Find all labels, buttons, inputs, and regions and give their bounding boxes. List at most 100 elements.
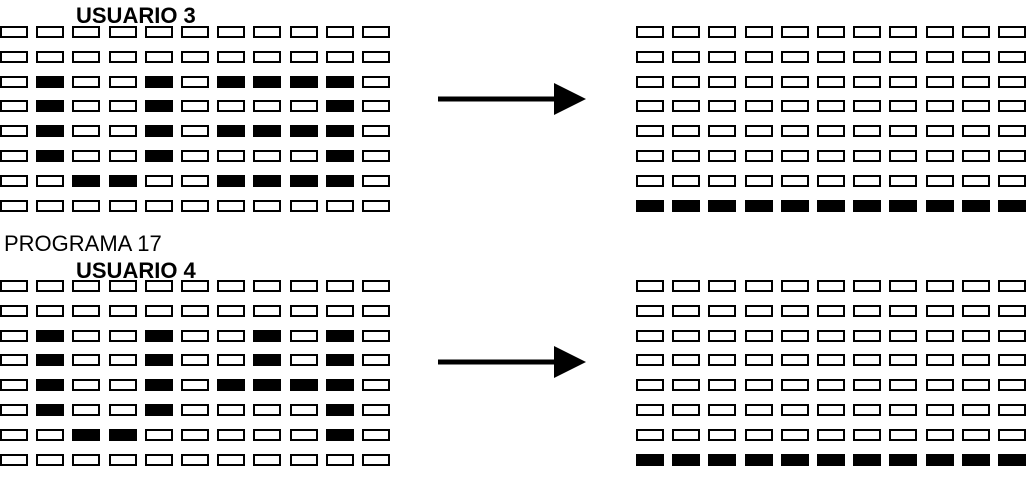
led-cell-off <box>109 305 137 317</box>
led-cell-off <box>181 429 209 441</box>
right-arrow-icon <box>438 83 586 115</box>
led-cell-off <box>0 51 28 63</box>
led-cell-off <box>817 330 845 342</box>
led-cell-off <box>781 379 809 391</box>
led-cell-off <box>636 100 664 112</box>
led-cell-off <box>926 379 954 391</box>
led-cell-off <box>181 51 209 63</box>
led-cell-off <box>362 175 390 187</box>
led-cell-off <box>0 330 28 342</box>
led-cell-off <box>0 200 28 212</box>
led-cell-off <box>817 51 845 63</box>
led-cell-off <box>145 51 173 63</box>
led-cell-off <box>72 26 100 38</box>
led-cell-off <box>962 100 990 112</box>
led-cell-on <box>253 354 281 366</box>
led-cell-off <box>36 200 64 212</box>
led-cell-off <box>36 175 64 187</box>
led-cell-off <box>962 76 990 88</box>
led-cell-on <box>817 454 845 466</box>
led-cell-off <box>72 454 100 466</box>
led-cell-off <box>926 51 954 63</box>
led-cell-off <box>253 200 281 212</box>
led-cell-off <box>926 26 954 38</box>
led-cell-on <box>290 76 318 88</box>
led-cell-off <box>998 175 1026 187</box>
led-cell-off <box>962 379 990 391</box>
led-cell-off <box>290 354 318 366</box>
led-cell-off <box>253 280 281 292</box>
led-cell-off <box>708 354 736 366</box>
led-cell-on <box>889 454 917 466</box>
led-cell-off <box>0 379 28 391</box>
led-cell-off <box>217 454 245 466</box>
led-cell-off <box>998 404 1026 416</box>
led-cell-off <box>362 125 390 137</box>
led-cell-off <box>781 429 809 441</box>
led-cell-off <box>36 429 64 441</box>
led-cell-off <box>636 404 664 416</box>
led-cell-off <box>253 100 281 112</box>
program-label: PROGRAMA 17 <box>4 231 162 256</box>
led-cell-off <box>181 330 209 342</box>
led-cell-off <box>72 51 100 63</box>
led-cell-on <box>217 125 245 137</box>
led-cell-on <box>781 200 809 212</box>
led-cell-off <box>290 200 318 212</box>
led-cell-off <box>672 354 700 366</box>
led-cell-off <box>72 200 100 212</box>
led-cell-off <box>145 26 173 38</box>
led-cell-off <box>636 305 664 317</box>
led-cell-off <box>998 330 1026 342</box>
led-cell-off <box>745 150 773 162</box>
led-cell-off <box>109 26 137 38</box>
led-cell-off <box>181 354 209 366</box>
led-cell-on <box>253 175 281 187</box>
led-cell-off <box>672 26 700 38</box>
led-cell-on <box>36 379 64 391</box>
led-cell-off <box>926 305 954 317</box>
led-cell-off <box>253 26 281 38</box>
led-cell-on <box>253 379 281 391</box>
led-cell-off <box>708 280 736 292</box>
led-cell-on <box>217 76 245 88</box>
led-cell-off <box>672 305 700 317</box>
led-cell-off <box>253 150 281 162</box>
led-cell-off <box>998 76 1026 88</box>
led-cell-off <box>889 354 917 366</box>
led-cell-off <box>72 76 100 88</box>
led-cell-off <box>217 26 245 38</box>
led-cell-off <box>181 454 209 466</box>
led-cell-off <box>109 200 137 212</box>
led-cell-off <box>72 330 100 342</box>
led-cell-off <box>853 280 881 292</box>
led-cell-on <box>253 125 281 137</box>
led-cell-on <box>672 200 700 212</box>
led-cell-off <box>962 26 990 38</box>
led-cell-off <box>0 125 28 137</box>
led-cell-on <box>745 200 773 212</box>
led-cell-off <box>217 150 245 162</box>
led-cell-off <box>889 379 917 391</box>
led-cell-off <box>781 354 809 366</box>
led-cell-off <box>926 76 954 88</box>
led-cell-off <box>362 429 390 441</box>
led-cell-off <box>817 150 845 162</box>
led-cell-on <box>36 76 64 88</box>
right-arrow-icon <box>438 346 586 378</box>
led-cell-off <box>181 125 209 137</box>
led-cell-on <box>290 125 318 137</box>
led-cell-off <box>853 51 881 63</box>
led-cell-off <box>362 330 390 342</box>
led-cell-off <box>253 454 281 466</box>
led-cell-off <box>217 429 245 441</box>
led-cell-off <box>72 305 100 317</box>
led-cell-off <box>817 379 845 391</box>
led-cell-on <box>36 354 64 366</box>
led-cell-off <box>672 429 700 441</box>
led-cell-off <box>217 404 245 416</box>
led-cell-off <box>290 454 318 466</box>
led-cell-off <box>745 175 773 187</box>
led-cell-off <box>781 280 809 292</box>
led-cell-off <box>181 150 209 162</box>
